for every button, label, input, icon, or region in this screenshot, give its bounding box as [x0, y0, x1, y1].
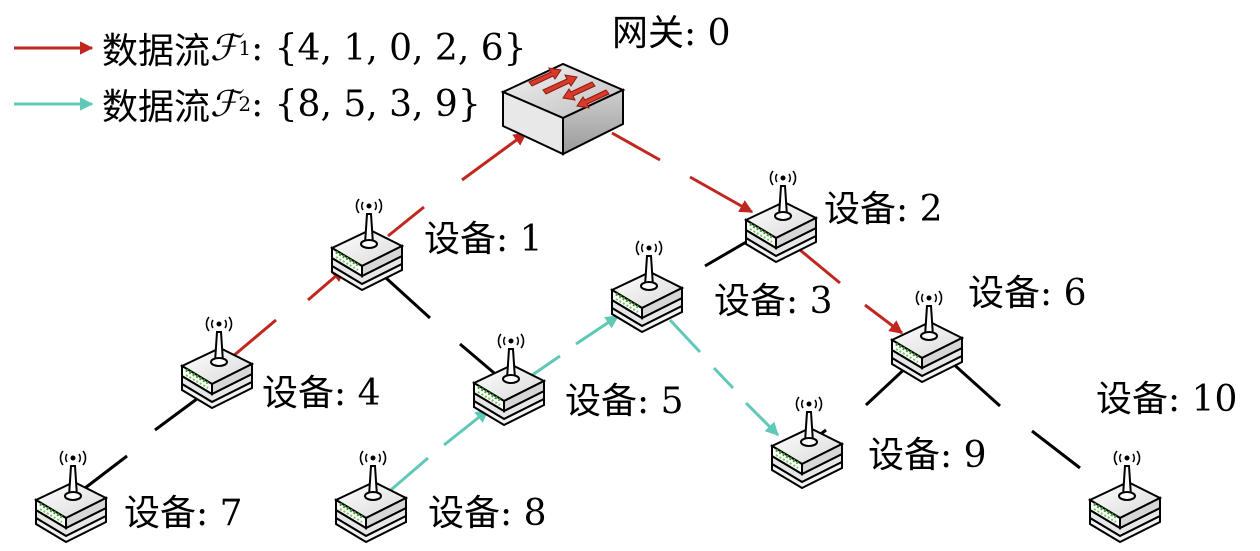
legend-f2-subscript: 2 [238, 92, 252, 116]
device-label-9: 设备: 9 [868, 435, 987, 476]
device-label-3: 设备: 3 [714, 281, 833, 322]
f1-2-to-6-b [864, 303, 904, 335]
device-label-7: 设备: 7 [124, 493, 243, 534]
router-icon-2 [744, 169, 818, 264]
legend-f1-set: : {4, 1, 0, 2, 6} [251, 27, 527, 69]
router-icon-1 [330, 197, 404, 292]
f2-8-to-5-a [384, 456, 429, 497]
legend-f2-prefix: 数据流 [102, 87, 211, 128]
router-icon-3 [610, 239, 684, 334]
f1-0-to-2-b [689, 175, 754, 214]
f2-3-to-9-b [712, 366, 735, 390]
router-icon-8 [334, 449, 408, 544]
device-label-5: 设备: 5 [565, 381, 684, 422]
gateway-switch-icon [500, 62, 626, 156]
router-icon-6 [890, 289, 964, 384]
legend-f1-symbol: ℱ [210, 27, 239, 69]
legend-f2-set: : {8, 5, 3, 9} [251, 83, 481, 125]
device-label-4: 设备: 4 [262, 373, 381, 414]
f1-1-to-0-b [461, 131, 528, 182]
device-label-8: 设备: 8 [428, 493, 547, 534]
router-icon-10 [1088, 449, 1162, 544]
device-label-1: 设备: 1 [424, 219, 543, 260]
f2-5-to-3-b [575, 314, 620, 346]
f1-0-to-2-a [611, 131, 661, 162]
link-to-5 [459, 342, 501, 380]
f2-3-to-9-a [668, 318, 702, 354]
flow-f1 [231, 131, 904, 359]
device-label-2: 设备: 2 [824, 189, 943, 230]
router-icon-5 [472, 332, 546, 427]
f2-3-to-9-c [744, 401, 780, 437]
router-icon-7 [34, 449, 108, 544]
f2-8-to-5-b [443, 408, 490, 447]
router-icon-9 [770, 395, 844, 490]
f1-2-to-6-a [799, 248, 841, 285]
gateway-label: 网关: 0 [612, 13, 731, 54]
router-icon-4 [180, 315, 254, 410]
legend-f2-symbol: ℱ [210, 83, 239, 125]
device-label-6: 设备: 6 [968, 273, 1087, 314]
legend-f1-prefix: 数据流 [102, 31, 211, 72]
link-6-10 [1031, 429, 1081, 470]
f1-1-to-0-a [387, 205, 425, 238]
legend-f1-subscript: 1 [238, 36, 252, 60]
f1-4-to-1-a [231, 318, 277, 359]
device-label-10: 设备: 10 [1096, 379, 1238, 420]
